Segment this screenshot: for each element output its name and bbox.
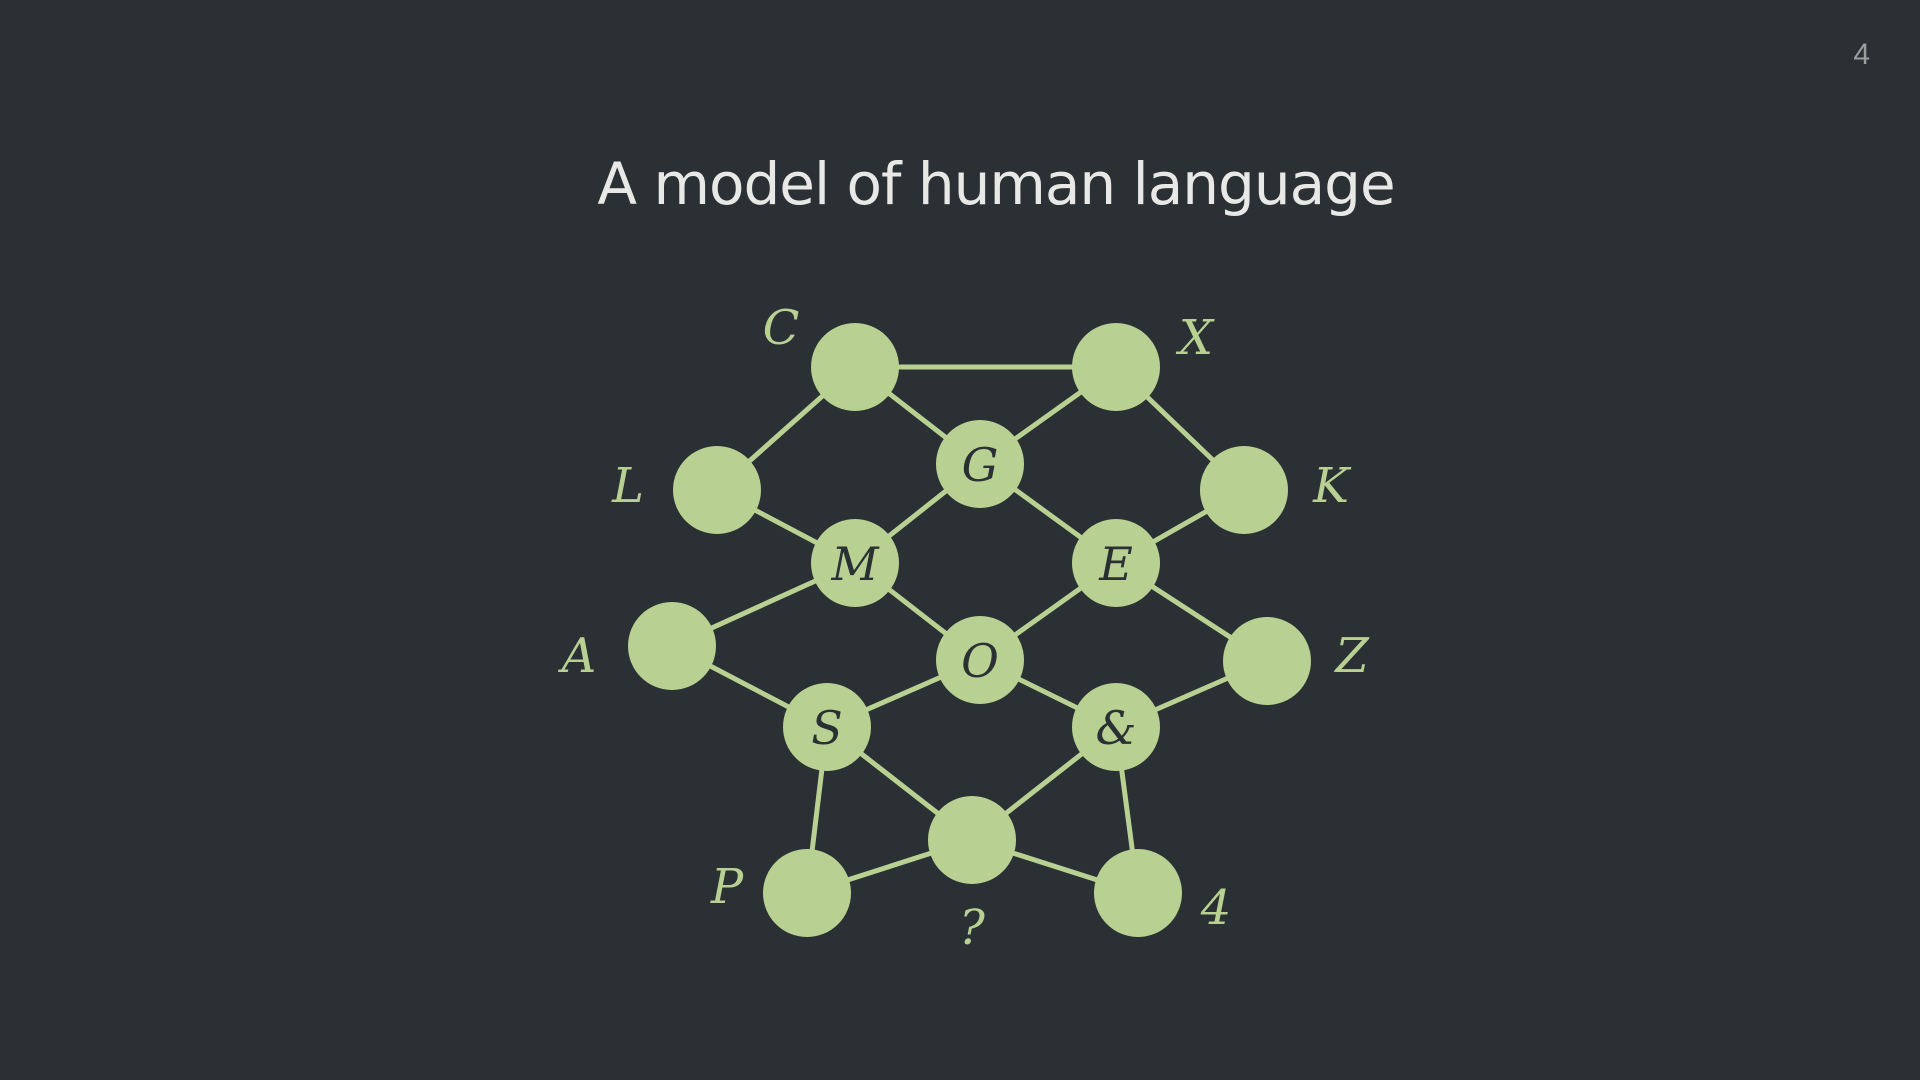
node-k	[1200, 446, 1288, 534]
node-outer-label-z: Z	[1333, 628, 1370, 684]
node-outer-label-a: A	[558, 628, 597, 684]
node-g	[936, 420, 1024, 508]
page-number: 4	[1853, 38, 1870, 71]
graph-labels: C X G L K M E A O Z S &? P 4	[558, 300, 1371, 956]
node-c	[811, 323, 899, 411]
node-q	[928, 796, 1016, 884]
node-outer-label-x: X	[1175, 310, 1215, 366]
graph-nodes	[628, 323, 1311, 937]
node-label-e: E	[1098, 537, 1133, 591]
node-o	[936, 616, 1024, 704]
node-outer-label-q: ?	[959, 900, 985, 956]
node-outer-label-l: L	[611, 458, 644, 514]
node-z	[1223, 617, 1311, 705]
node-label-o: O	[961, 634, 999, 688]
node-label-s: S	[811, 701, 843, 755]
node-s	[783, 683, 871, 771]
node-label-g: G	[962, 438, 999, 492]
node-a	[628, 602, 716, 690]
node-e	[1072, 519, 1160, 607]
node-label-m: M	[830, 537, 880, 591]
node-four	[1094, 849, 1182, 937]
node-outer-label-p: P	[710, 859, 744, 915]
node-outer-label-c: C	[763, 300, 800, 356]
node-outer-label-four: 4	[1200, 880, 1232, 936]
node-p	[763, 849, 851, 937]
node-outer-label-k: K	[1312, 458, 1352, 514]
node-amp	[1072, 683, 1160, 771]
node-x	[1072, 323, 1160, 411]
slide-title: A model of human language	[597, 150, 1395, 218]
node-label-amp: &	[1096, 701, 1137, 755]
node-l	[673, 446, 761, 534]
node-m	[811, 519, 899, 607]
